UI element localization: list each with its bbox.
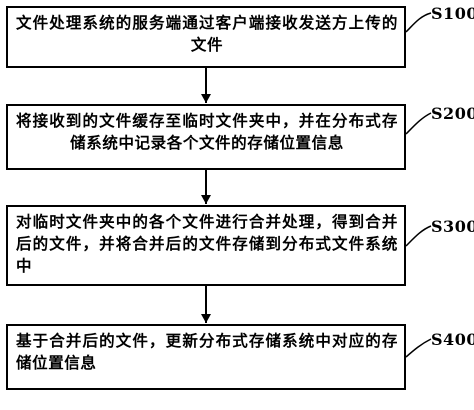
step-text-s300: 对临时文件夹中的各个文件进行合并处理，得到合并后的文件，并将合并后的文件存储到分… xyxy=(16,213,398,275)
leader-line-s400 xyxy=(405,338,432,358)
step-label-s200: S200 xyxy=(431,104,474,123)
leader-line-s200 xyxy=(405,112,432,135)
step-text-s200: 将接收到的文件缓存至临时文件夹中，并在分布式存储系统中记录各个文件的存储位置信息 xyxy=(16,112,398,152)
step-label-s400: S400 xyxy=(431,330,474,349)
leader-line-s100 xyxy=(405,12,432,33)
step-box-s400: 基于合并后的文件，更新分布式存储系统中对应的存储位置信息 xyxy=(6,324,406,390)
leader-line-s300 xyxy=(405,225,432,247)
step-text-s400: 基于合并后的文件，更新分布式存储系统中对应的存储位置信息 xyxy=(16,332,398,372)
step-label-s300: S300 xyxy=(431,217,474,236)
step-box-s100: 文件处理系统的服务端通过客户端接收发送方上传的文件 xyxy=(6,6,406,68)
step-box-s300: 对临时文件夹中的各个文件进行合并处理，得到合并后的文件，并将合并后的文件存储到分… xyxy=(6,205,406,286)
step-label-s100: S100 xyxy=(431,4,474,23)
step-text-s100: 文件处理系统的服务端通过客户端接收发送方上传的文件 xyxy=(16,14,398,54)
step-box-s200: 将接收到的文件缓存至临时文件夹中，并在分布式存储系统中记录各个文件的存储位置信息 xyxy=(6,104,406,170)
